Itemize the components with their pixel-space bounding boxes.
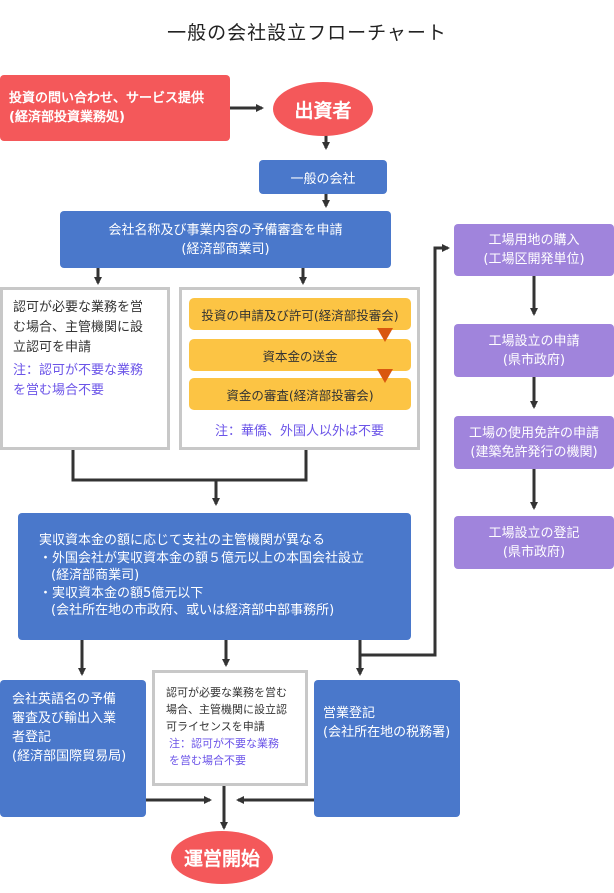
permit-bottom-box: 認可が必要な業務を営む 場合、主管機関に設立認 可ライセンスを申請 注：認可が不… [152,670,308,786]
business-reg-box: 営業登記 (会社所在地の税務署) [314,680,460,817]
permit-left-box: 認可が必要な業務を営 む場合、主管機関に設 立認可を申請 注：認可が不要な業務 … [0,287,170,450]
permit-left-note-2: を営む場合不要 [13,383,105,398]
english-name-line-2: 審査及び輸出入業 [12,711,117,726]
factory-step-4-line-2: (県市政府) [502,544,566,560]
general-company-box: 一般の会社 [259,160,387,194]
english-name-box: 会社英語名の予備 審査及び輸出入業 者登記 (経済部国際貿易局) [0,680,146,817]
capital-line-1: 実収資本金の額に応じて支社の主管機関が異なる [39,533,326,548]
capital-line-3: (経済部商業司) [51,568,140,583]
factory-step-3-line-1: 工場の使用免許の申請 [468,425,599,441]
start-label: 運営開始 [183,848,260,870]
permit-bottom-note-2: を営む場合不要 [169,754,246,767]
investment-step-2: 資本金の送金 [189,339,411,371]
permit-left-line-3: 立認可を申請 [13,340,92,355]
inquiry-line-1: 投資の問い合わせ、サービス提供 [9,91,205,106]
english-name-line-3: 者登記 [12,730,52,745]
inquiry-box: 投資の問い合わせ、サービス提供 (経済部投資業務処) [0,75,230,141]
factory-step-1-line-2: (工場区開発単位) [483,252,585,267]
investor-node: 出資者 [273,82,373,136]
inquiry-line-2: (経済部投資業務処) [9,110,125,125]
permit-bottom-line-3: 可ライセンスを申請 [166,720,265,733]
orange-arrow-1 [377,328,393,342]
factory-step-2-line-2: (県市政府) [502,352,566,368]
business-reg-line-1: 営業登記 [323,706,376,721]
business-reg-line-2: (会社所在地の税務署) [323,725,451,740]
permit-bottom-note-1: 注：認可が不要な業務 [169,737,279,750]
english-name-line-4: (経済部国際貿易局) [12,749,127,764]
english-name-line-1: 会社英語名の予備 [12,692,117,707]
investment-note: 注：華僑、外国人以外は不要 [214,424,384,439]
permit-bottom-line-2: 場合、主管機関に設立認 [166,703,287,716]
line-to-factory [360,244,450,657]
investment-step-1-label: 投資の申請及び許可(経済部投審会) [201,307,399,323]
factory-step-2: 工場設立の申請 (県市政府) [454,324,614,377]
merge-line [71,450,308,482]
capital-box: 実収資本金の額に応じて支社の主管機関が異なる ・外国会社が実収資本金の額５億元以… [18,513,411,640]
investment-step-3-label: 資金の審査(経済部投審会) [226,387,374,403]
factory-step-1: 工場用地の購入 (工場区開発単位) [454,224,614,276]
permit-left-note-1: 注：認可が不要な業務 [13,363,144,378]
factory-step-1-line-1: 工場用地の購入 [488,233,580,248]
name-review-box: 会社名称及び事業内容の予備審査を申請 (経済部商業司) [60,211,391,268]
investment-step-2-label: 資本金の送金 [262,348,338,364]
name-review-line-1: 会社名称及び事業内容の予備審査を申請 [108,222,343,238]
orange-arrow-2 [377,369,393,383]
factory-step-3-line-2: (建築免許発行の機関) [470,444,598,460]
general-company-label: 一般の会社 [290,171,356,187]
name-review-line-2: (経済部商業司) [181,241,270,257]
permit-left-line-1: 認可が必要な業務を営 [13,300,144,315]
factory-step-4: 工場設立の登記 (県市政府) [454,516,614,569]
capital-line-2: ・外国会社が実収資本金の額５億元以上の本国会社設立 [39,550,365,566]
page-title: 一般の会社設立フローチャート [167,22,447,44]
start-node: 運営開始 [171,831,273,884]
orange-arrows [377,328,393,383]
factory-step-2-line-1: 工場設立の申請 [488,333,580,349]
investor-label: 出資者 [294,99,352,122]
permit-bottom-line-1: 認可が必要な業務を営む [166,686,287,699]
permit-left-line-2: む場合、主管機関に設 [13,320,144,335]
factory-step-3: 工場の使用免許の申請 (建築免許発行の機関) [454,416,614,469]
factory-step-4-line-1: 工場設立の登記 [488,525,580,541]
investment-step-1: 投資の申請及び許可(経済部投審会) [189,298,411,330]
capital-line-4: ・実収資本金の額5億元以下 [39,585,204,601]
investment-step-3: 資金の審査(経済部投審会) [189,378,411,410]
capital-line-5: (会社所在地の市政府、或いは経済部中部事務所) [51,603,335,618]
